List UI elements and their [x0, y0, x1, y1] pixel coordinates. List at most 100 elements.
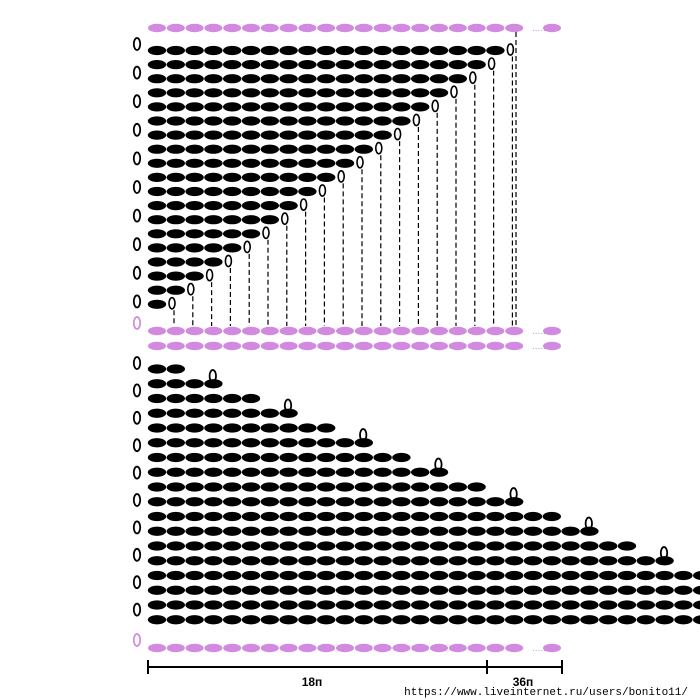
stitch: [204, 438, 223, 448]
stitch: [260, 438, 279, 448]
stitch: [260, 88, 279, 98]
stitch: [204, 229, 223, 239]
stitch: [147, 526, 167, 536]
stitch: [317, 130, 336, 140]
stitch: [317, 102, 336, 112]
stitch: [580, 541, 599, 551]
stitch: [335, 45, 355, 56]
stitch: [373, 526, 392, 536]
stitch: [279, 172, 298, 182]
stitch: [354, 556, 373, 566]
stitch: [317, 452, 336, 463]
stitch: [223, 467, 242, 477]
stitch: [185, 497, 204, 507]
stitch: [580, 570, 599, 581]
stitch: [392, 556, 411, 566]
stitch: [147, 243, 167, 253]
stitch: [448, 600, 467, 610]
stitch: [317, 88, 336, 98]
stitch: [354, 467, 373, 477]
stitch: [166, 116, 185, 126]
stitch: [542, 511, 561, 522]
dimension-label-right: 36п: [513, 675, 534, 689]
chain-stitch: [336, 23, 354, 33]
chain-stitch: [486, 23, 505, 33]
stitch: [279, 116, 298, 126]
stitch: [147, 215, 167, 225]
stitch: [260, 452, 279, 463]
stitch: [204, 158, 223, 168]
stitch: [166, 229, 185, 239]
chain-stitch: [166, 326, 185, 336]
stitch: [223, 482, 242, 492]
stitch: [185, 556, 204, 566]
stitch: [147, 497, 167, 507]
stitch: [298, 482, 317, 492]
stitch: [335, 452, 355, 463]
turning-chain-symbol: [132, 520, 142, 535]
stitch: [523, 556, 543, 566]
stitch: [260, 526, 279, 536]
stitch: [617, 615, 637, 625]
turning-chain-symbol: [359, 428, 368, 442]
stitch: [523, 511, 543, 522]
stitch: [241, 45, 261, 56]
chain-stitch: [354, 643, 373, 653]
stitch: [373, 74, 392, 84]
chain-stitch: [430, 643, 448, 653]
turning-chain-symbol: [356, 155, 364, 169]
stitch: [429, 60, 449, 70]
stitch: [204, 257, 223, 267]
stitch: [542, 615, 561, 625]
turning-chain-symbol: [487, 57, 496, 70]
stitch: [298, 74, 317, 84]
stitch: [260, 570, 279, 581]
stitch: [185, 243, 204, 253]
stitch: [354, 88, 373, 98]
stitch: [505, 615, 524, 625]
stitch: [223, 541, 242, 551]
stitch: [279, 45, 298, 56]
stitch: [241, 88, 261, 98]
stitch: [429, 88, 449, 98]
stitch: [241, 482, 261, 492]
stitch: [561, 541, 580, 551]
stitch: [166, 144, 185, 154]
stitch: [279, 88, 298, 98]
stitch: [223, 45, 242, 56]
stitch: [147, 556, 167, 566]
stitch: [373, 570, 392, 581]
stitch: [223, 186, 242, 197]
stitch: [166, 88, 185, 98]
stitch: [260, 585, 279, 595]
stitch: [147, 364, 167, 374]
turning-chain-symbol: [132, 122, 142, 137]
stitch: [185, 45, 204, 56]
stitch: [147, 186, 167, 197]
stitch: [411, 570, 430, 581]
stitch: [486, 541, 505, 551]
chain-stitch: [223, 326, 242, 336]
turning-chain-symbol: [393, 127, 402, 141]
stitch: [392, 467, 411, 477]
stitch: [279, 570, 298, 581]
stitch: [260, 541, 279, 551]
stitch: [429, 570, 449, 581]
stitch: [185, 257, 204, 267]
stitch: [617, 570, 637, 581]
chain-stitch: [204, 326, 223, 336]
stitch: [354, 452, 373, 463]
stitch: [448, 541, 467, 551]
stitch: [335, 526, 355, 536]
stitch: [317, 158, 336, 168]
stitch: [335, 60, 355, 70]
chain-stitch: [543, 341, 561, 351]
stitch: [260, 615, 279, 625]
chain-rows: ....................: [148, 23, 561, 654]
stitch: [411, 497, 430, 507]
stitch: [467, 585, 486, 595]
stitch: [260, 45, 279, 56]
stitch: [204, 526, 223, 536]
chain-stitch: [166, 643, 185, 653]
stitch: [166, 45, 185, 56]
